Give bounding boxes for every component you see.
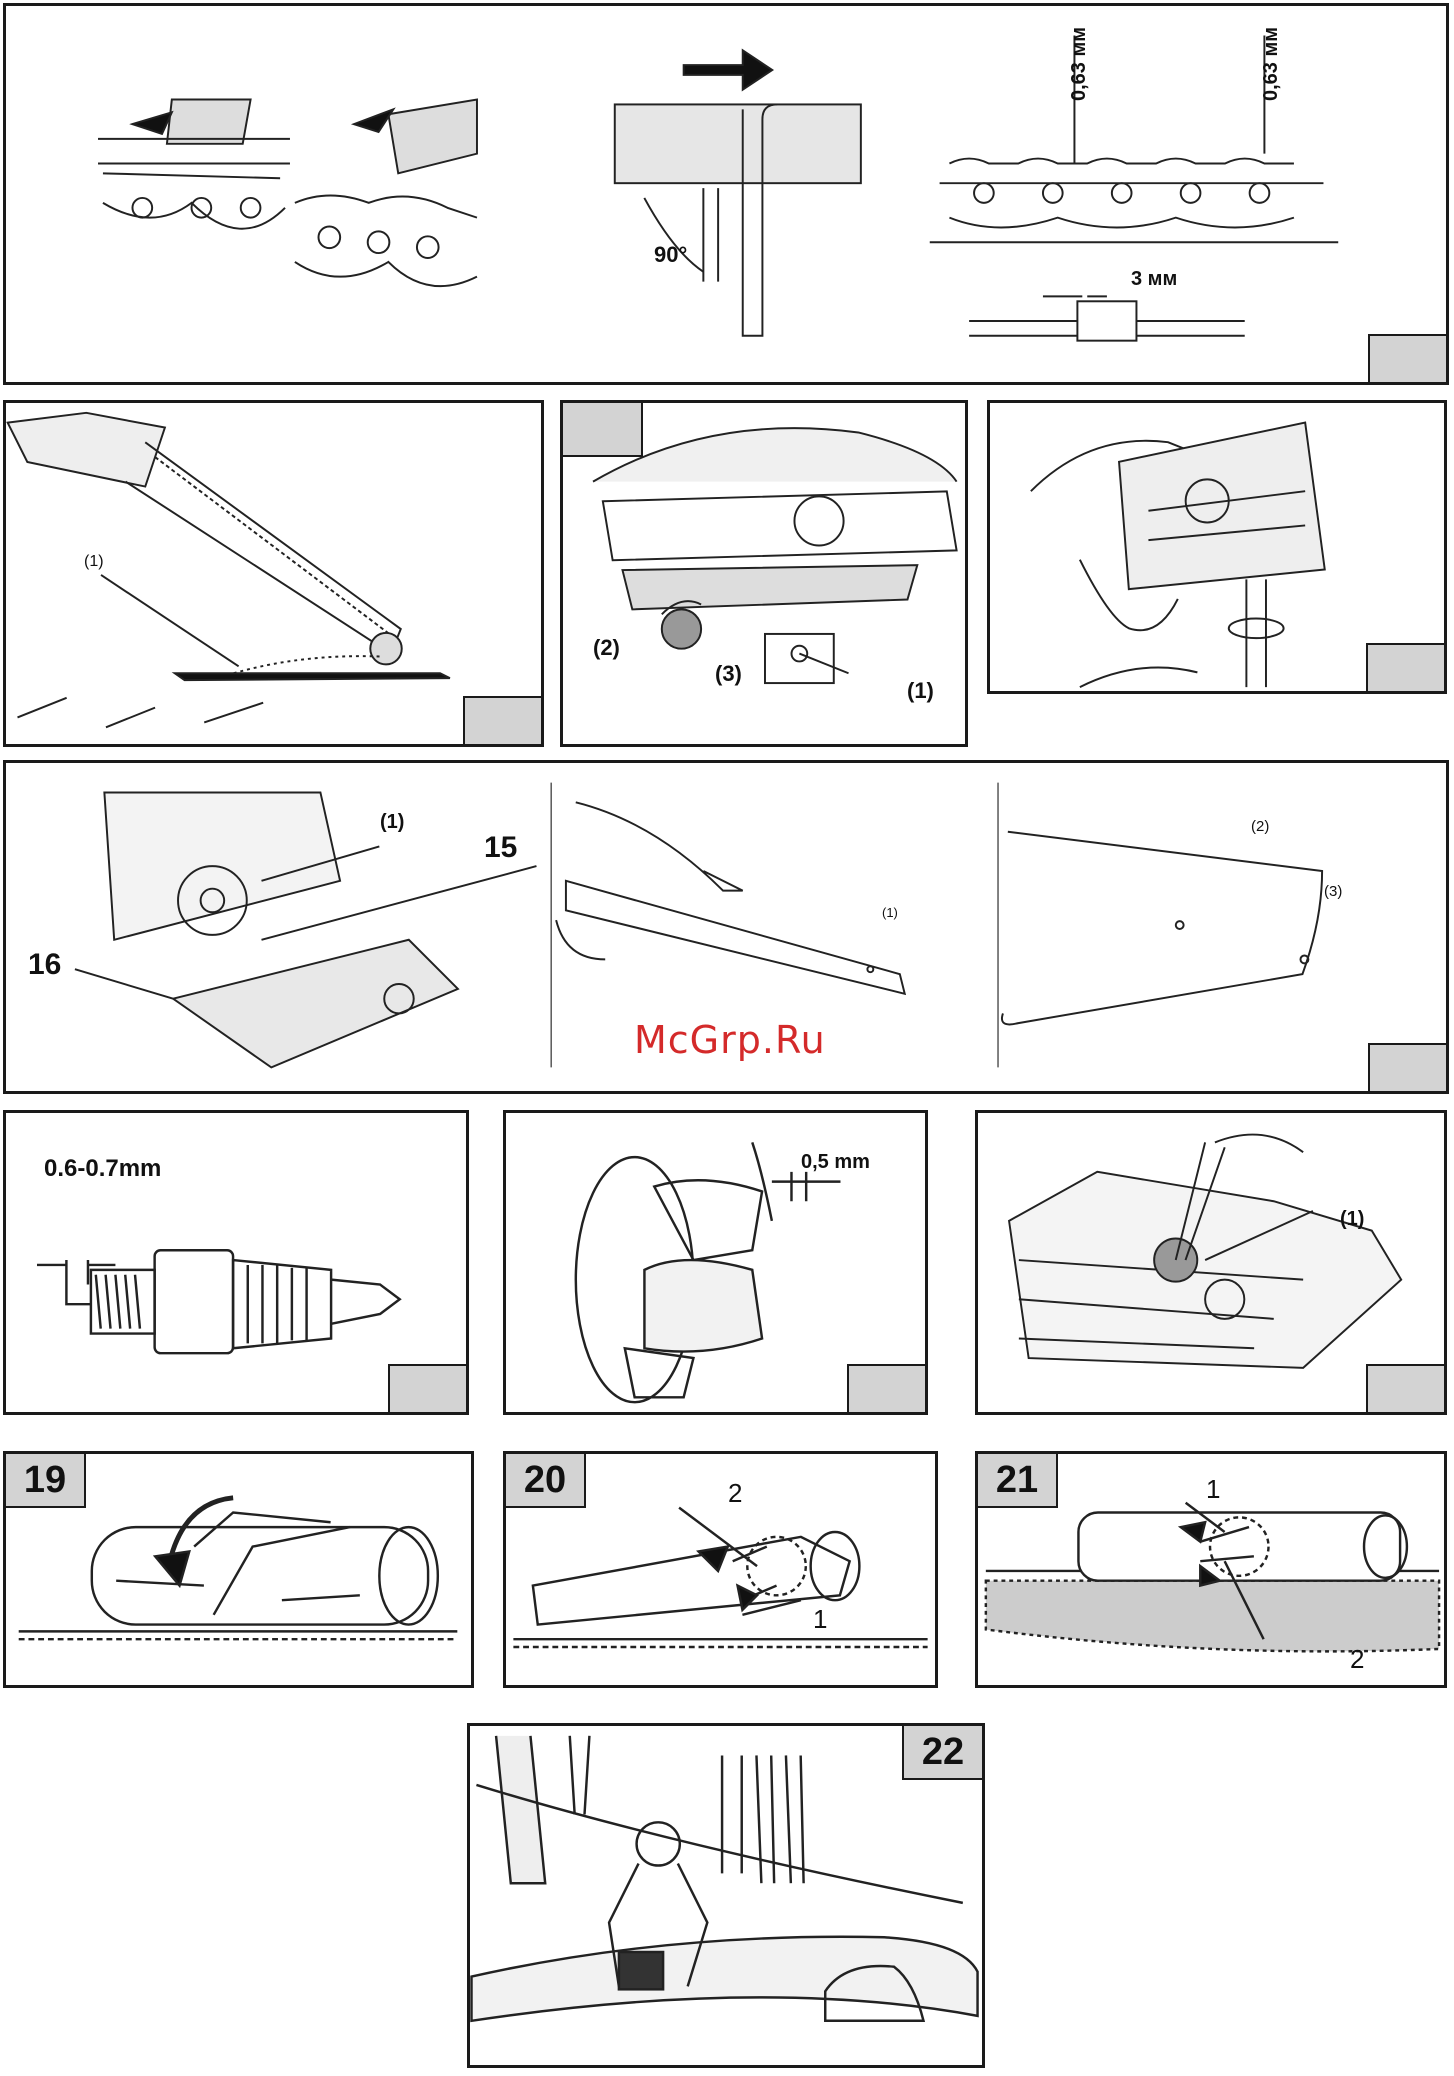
- watermark-text: McGrp.Ru: [634, 1018, 826, 1062]
- panel-filter-cover: [987, 400, 1447, 694]
- figure-number-19: 19: [6, 1454, 86, 1508]
- figure-number-box: [563, 403, 643, 457]
- label-gap-3mm: 3 мм: [1131, 268, 1177, 291]
- figure-number-box: [847, 1364, 925, 1412]
- label-flywheel-gap: 0,5 mm: [801, 1151, 870, 1174]
- label-2: (2): [593, 635, 620, 661]
- panel-chain-sharpening: 90° 0,63 мм 0,63 мм 3 мм: [3, 3, 1449, 385]
- label-3: (3): [715, 661, 742, 687]
- figure-number-box: [463, 696, 541, 744]
- panel-fig22: 22: [467, 1723, 985, 2068]
- figure-number-20: 20: [506, 1454, 586, 1508]
- label-2: 2: [1350, 1644, 1364, 1675]
- figure-number-box: [1368, 334, 1446, 382]
- label-1: (1): [1340, 1208, 1364, 1231]
- figure-number-21: 21: [978, 1454, 1058, 1508]
- panel-fig20: 20 2 1: [503, 1451, 938, 1688]
- panel-flywheel: 0,5 mm: [503, 1110, 928, 1415]
- label-2: 2: [728, 1478, 742, 1509]
- chain-sharpening-illustration: [6, 6, 1446, 382]
- label-16: 16: [28, 948, 61, 982]
- label-15: 15: [484, 831, 517, 865]
- panel-fig19: 19: [3, 1451, 474, 1688]
- label-depth-left: 0,63 мм: [1068, 27, 1091, 101]
- panel-carburetor: (1): [975, 1110, 1447, 1415]
- label-1: 1: [813, 1604, 827, 1635]
- figure-number-box: [1366, 643, 1444, 691]
- panel-fig21: 21 1 2: [975, 1451, 1447, 1688]
- panel-oil-adjust: (2) (3) (1): [560, 400, 968, 747]
- label-angle-90: 90°: [654, 242, 687, 268]
- label-spark-gap: 0.6-0.7mm: [44, 1155, 161, 1183]
- panel-spark-plug: 0.6-0.7mm: [3, 1110, 469, 1415]
- label-1: 1: [1206, 1474, 1220, 1505]
- label-bar-1: (1): [882, 905, 898, 920]
- figure-number-box: [1366, 1364, 1444, 1412]
- label-1: (1): [907, 678, 934, 704]
- label-bar-2: (2): [1251, 818, 1269, 835]
- bar-oil-illustration: [6, 403, 541, 744]
- figure-number-box: [388, 1364, 466, 1412]
- panel-bar-oil: (1): [3, 400, 544, 747]
- label-1: (1): [380, 811, 404, 834]
- figure-number-22: 22: [902, 1726, 982, 1780]
- label-depth-right: 0,63 мм: [1260, 27, 1283, 101]
- figure-number-box: [1368, 1043, 1446, 1091]
- label-bar-3: (3): [1324, 883, 1342, 900]
- label-1: (1): [84, 553, 104, 571]
